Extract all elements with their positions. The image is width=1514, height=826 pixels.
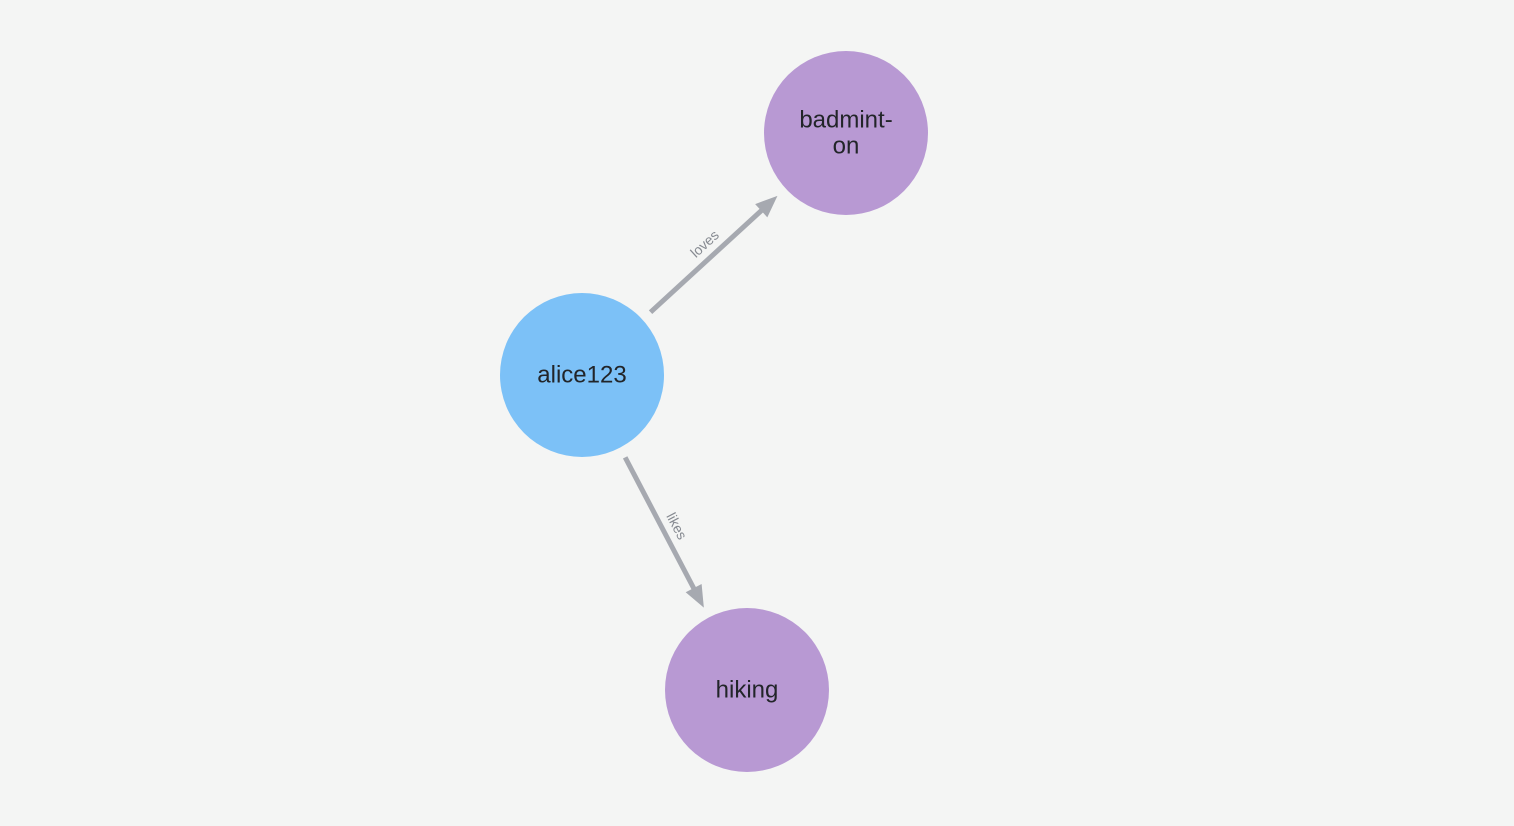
node-circle-badminton[interactable] <box>764 51 928 215</box>
edge-arrowhead-icon <box>755 195 778 218</box>
graph-edge-likes[interactable]: likes <box>622 456 704 608</box>
edge-label: loves <box>687 227 722 261</box>
node-circle-hiking[interactable] <box>665 608 829 772</box>
graph-node-badminton[interactable]: badmint-on <box>764 51 928 215</box>
graph-node-alice123[interactable]: alice123 <box>500 293 664 457</box>
graph-node-hiking[interactable]: hiking <box>665 608 829 772</box>
edge-arrowhead-icon <box>685 583 704 608</box>
node-circle-alice123[interactable] <box>500 293 664 457</box>
graph-edge-loves[interactable]: loves <box>648 195 778 315</box>
edge-line-loves[interactable] <box>648 207 765 315</box>
edge-line-likes[interactable] <box>622 456 697 592</box>
